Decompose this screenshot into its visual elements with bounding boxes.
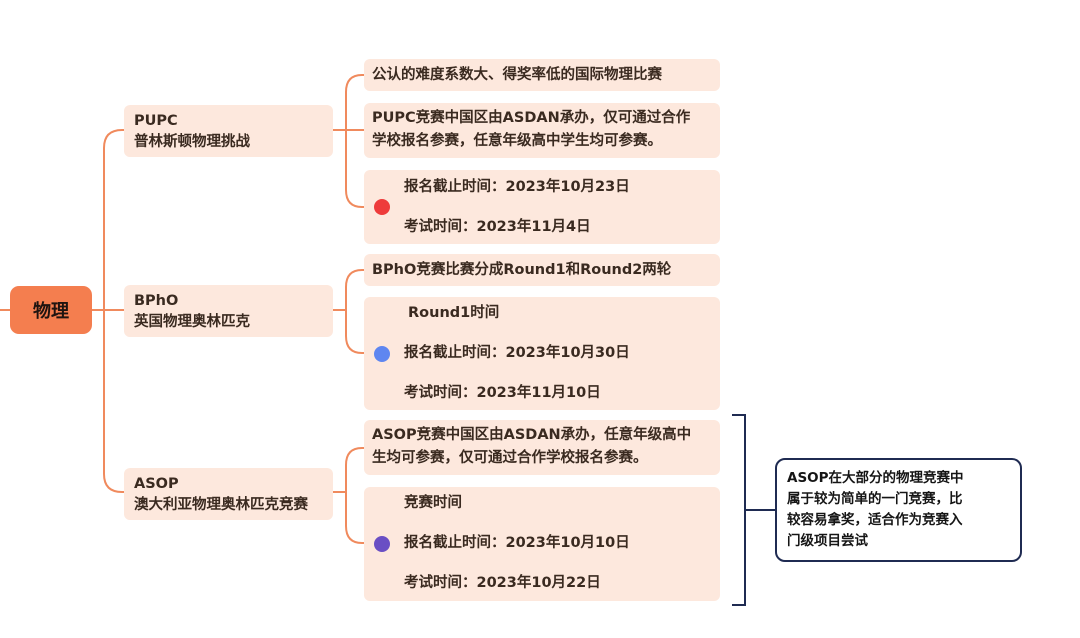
detail-text: 生均可参赛，仅可通过合作学校报名参赛。 [372, 450, 648, 466]
branch-link-pupc [103, 129, 124, 310]
pupc-detail-1[interactable]: 公认的难度系数大、得奖率低的国际物理比赛 [364, 59, 720, 91]
detail-text: 公认的难度系数大、得奖率低的国际物理比赛 [372, 67, 662, 83]
registration-deadline: 报名截止时间：2023年10月10日 [404, 535, 630, 551]
branch-name: 普林斯顿物理挑战 [134, 134, 250, 150]
exam-time: 考试时间：2023年10月22日 [404, 575, 601, 591]
exam-time: 考试时间：2023年11月10日 [404, 385, 601, 401]
registration-deadline: 报名截止时间：2023年10月23日 [404, 179, 630, 195]
asop-schedule-dot [374, 536, 390, 552]
registration-deadline: 报名截止时间：2023年10月30日 [404, 345, 630, 361]
root-label: 物理 [33, 301, 69, 322]
detail-text: ASOP竞赛中国区由ASDAN承办，任意年级高中 [372, 427, 692, 443]
asop-schedule[interactable]: 竞赛时间 报名截止时间：2023年10月10日 考试时间：2023年10月22日 [364, 487, 720, 601]
asop-detail-1[interactable]: ASOP竞赛中国区由ASDAN承办，任意年级高中 生均可参赛，仅可通过合作学校报… [364, 420, 720, 475]
branch-link-asop [103, 310, 124, 493]
exam-time: 考试时间：2023年11月4日 [404, 219, 591, 235]
branch-code: BPhO [134, 293, 179, 309]
summary-text: ASOP在大部分的物理竞赛中 [787, 470, 964, 486]
asop-detail-1-link [345, 447, 364, 492]
branch-node-pupc[interactable]: PUPC 普林斯顿物理挑战 [124, 105, 333, 157]
branch-node-asop[interactable]: ASOP 澳大利亚物理奥林匹克竞赛 [124, 468, 333, 520]
branch-node-bpho[interactable]: BPhO 英国物理奥林匹克 [124, 285, 333, 337]
bpho-detail-1-link [345, 269, 364, 310]
summary-text: 门级项目尝试 [787, 533, 868, 549]
pupc-schedule-dot [374, 199, 390, 215]
branch-name: 英国物理奥林匹克 [134, 314, 250, 330]
asop-schedule-link [345, 492, 364, 544]
detail-text: PUPC竞赛中国区由ASDAN承办，仅可通过合作 [372, 110, 691, 126]
summary-text: 属于较为简单的一门竞赛，比 [787, 491, 963, 507]
summary-callout[interactable]: ASOP在大部分的物理竞赛中 属于较为简单的一门竞赛，比 较容易拿奖，适合作为竞… [775, 458, 1022, 562]
branch-code: ASOP [134, 476, 179, 492]
pupc-detail-2[interactable]: PUPC竞赛中国区由ASDAN承办，仅可通过合作 学校报名参赛，任意年级高中学生… [364, 103, 720, 158]
pupc-detail-1-link [345, 74, 364, 130]
bpho-schedule[interactable]: Round1时间 报名截止时间：2023年10月30日 考试时间：2023年11… [364, 297, 720, 410]
detail-text: BPhO竞赛比赛分成Round1和Round2两轮 [372, 262, 672, 278]
bpho-schedule-dot [374, 346, 390, 362]
detail-text: 学校报名参赛，任意年级高中学生均可参赛。 [372, 133, 662, 149]
schedule-heading: 竞赛时间 [404, 495, 462, 511]
bpho-detail-1[interactable]: BPhO竞赛比赛分成Round1和Round2两轮 [364, 254, 720, 286]
branch-code: PUPC [134, 113, 178, 129]
pupc-schedule[interactable]: 报名截止时间：2023年10月23日 考试时间：2023年11月4日 [364, 170, 720, 244]
branch-name: 澳大利亚物理奥林匹克竞赛 [134, 497, 308, 513]
summary-bracket [732, 414, 775, 606]
root-node[interactable]: 物理 [10, 286, 92, 334]
summary-text: 较容易拿奖，适合作为竞赛入 [787, 512, 963, 528]
schedule-heading: Round1时间 [408, 305, 500, 321]
bpho-schedule-link [345, 310, 364, 354]
pupc-schedule-link [345, 130, 364, 208]
